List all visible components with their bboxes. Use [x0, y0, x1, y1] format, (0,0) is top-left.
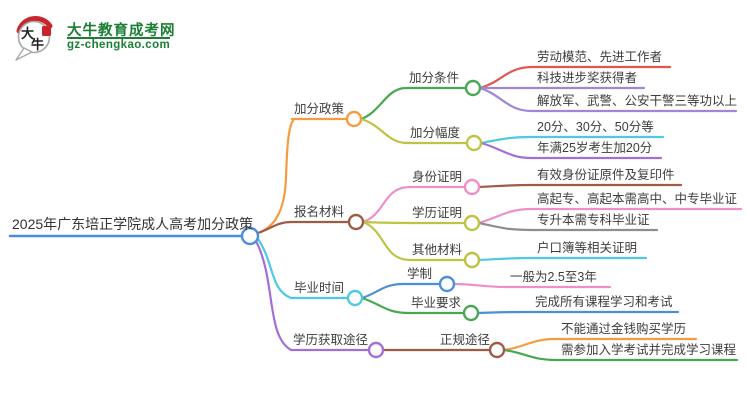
edge-military-merit [478, 86, 534, 113]
node-education-proof[interactable]: 学历证明 [412, 206, 463, 220]
svg-text:牛: 牛 [31, 37, 44, 52]
handle-bonus-conditions[interactable] [464, 79, 482, 97]
handle-identity-proof[interactable] [463, 178, 481, 196]
logo-site-name: 大牛教育成考网 [67, 23, 176, 39]
leaf-2-5-to-3-years[interactable]: 一般为2.5至3年 [510, 270, 597, 284]
edge-model-workers [478, 65, 534, 90]
leaf-college-diploma[interactable]: 专升本需专科毕业证 [537, 213, 650, 227]
edge-root-graduation-time [256, 237, 293, 300]
logo-bubble-icon: 大 牛 [15, 16, 53, 61]
edge-schooling-length [360, 282, 406, 300]
edge-entrance-exam-required [502, 348, 558, 362]
branch-bonus-policy[interactable]: 加分政策 [294, 102, 345, 116]
handle-bonus-range[interactable] [465, 134, 483, 152]
handle-formal-channel[interactable] [488, 341, 506, 359]
edge-highschool-diploma [477, 207, 534, 225]
leaf-highschool-diploma[interactable]: 高起专、高起本需高中、中专毕业证 [537, 192, 738, 206]
edge-bonus-conditions [359, 86, 408, 121]
leaf-household-register[interactable]: 户口簿等相关证明 [537, 241, 638, 255]
leaf-complete-courses[interactable]: 完成所有课程学习和考试 [535, 295, 673, 309]
edge-complete-courses [476, 310, 532, 315]
leaf-sci-tech-award[interactable]: 科技进步奖获得者 [537, 71, 638, 85]
branch-application-materials[interactable]: 报名材料 [294, 205, 345, 219]
edge-college-diploma [477, 221, 534, 232]
site-logo[interactable]: 大 牛 大牛教育成考网 gz-chengkao.com [12, 12, 222, 64]
edge-id-card [477, 183, 534, 189]
node-other-materials[interactable]: 其他材料 [412, 243, 463, 257]
edge-root-application-materials [256, 220, 293, 235]
logo-divider [67, 37, 170, 39]
handle-application-materials[interactable] [347, 213, 365, 231]
branch-degree-acquisition[interactable]: 学历获取途径 [293, 333, 369, 347]
edge-root-bonus-policy [256, 117, 296, 235]
node-graduation-requirements[interactable]: 毕业要求 [411, 296, 462, 310]
edge-identity-proof [361, 185, 412, 224]
node-identity-proof[interactable]: 身份证明 [412, 170, 463, 184]
handle-other-materials[interactable] [463, 251, 481, 269]
edge-no-buying-degree [502, 337, 558, 352]
edge-other-materials [361, 220, 412, 262]
leaf-age-25-bonus[interactable]: 年满25岁考生加20分 [537, 141, 653, 155]
edge-points-tiers [479, 135, 534, 145]
handle-bonus-policy[interactable] [345, 110, 363, 128]
edge-graduation-requirements [360, 296, 411, 315]
edge-education-proof [361, 220, 412, 225]
node-formal-channel[interactable]: 正规途径 [440, 333, 491, 347]
edge-age-25-bonus [479, 141, 534, 160]
node-bonus-range[interactable]: 加分幅度 [410, 126, 461, 140]
leaf-id-card[interactable]: 有效身份证原件及复印件 [537, 168, 675, 182]
handle-degree-acquisition[interactable] [367, 341, 385, 359]
handle-schooling-length[interactable] [438, 275, 456, 293]
leaf-entrance-exam-required[interactable]: 需参加入学考试并完成学习课程 [561, 343, 737, 357]
edge-bonus-range [359, 117, 409, 145]
leaf-points-tiers[interactable]: 20分、30分、50分等 [537, 120, 654, 134]
branch-graduation-time[interactable]: 毕业时间 [294, 281, 345, 295]
leaf-model-workers[interactable]: 劳动模范、先进工作者 [537, 50, 663, 64]
leaf-military-merit[interactable]: 解放军、武警、公安干警三等功以上 [537, 94, 738, 108]
svg-text:大: 大 [21, 26, 34, 41]
node-schooling-length[interactable]: 学制 [407, 267, 433, 281]
handle-root-topic[interactable] [240, 226, 260, 246]
edge-household-register [477, 256, 534, 262]
root-topic[interactable]: 2025年广东培正学院成人高考加分政策 [12, 216, 254, 232]
logo-site-domain: gz-chengkao.com [67, 39, 171, 51]
handle-graduation-time[interactable] [346, 289, 364, 307]
handle-graduation-requirements[interactable] [462, 304, 480, 322]
leaf-no-buying-degree[interactable]: 不能通过金钱购买学历 [561, 322, 687, 336]
edge-root-degree-acquisition [254, 239, 293, 352]
handle-education-proof[interactable] [463, 214, 481, 232]
edge-2-5-to-3-years [452, 282, 508, 289]
node-bonus-conditions[interactable]: 加分条件 [409, 71, 460, 85]
